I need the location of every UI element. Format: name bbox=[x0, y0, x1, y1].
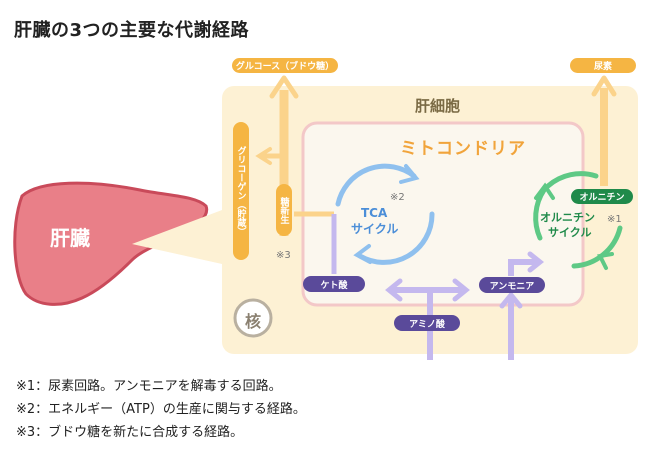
nucleus-label: 核 bbox=[245, 312, 262, 331]
tca-cycle-arc-top bbox=[335, 163, 417, 207]
glucose-output-pill: グルコース（ブドウ糖） bbox=[232, 58, 338, 73]
page-title: 肝臓の3つの主要な代謝経路 bbox=[14, 20, 250, 41]
note-1: ※1：尿素回路。アンモニアを解毒する回路。 bbox=[16, 379, 282, 394]
glycogen-pill: グリコーゲン（貯蔵） bbox=[233, 122, 249, 260]
tca-cycle-arc-bottom bbox=[357, 211, 435, 265]
ornithine-cycle-label-line2: サイクル bbox=[548, 226, 592, 239]
ammonia-to-cycle-head bbox=[527, 251, 545, 273]
ammonia-input-arrowhead bbox=[499, 291, 523, 309]
liver-cell-label: 肝細胞 bbox=[415, 97, 461, 115]
ornithine-cycle-arc-bottom-head bbox=[597, 252, 614, 270]
amino-acid-pill: アミノ酸 bbox=[394, 315, 460, 331]
ammonia-pill: アンモニア bbox=[479, 277, 545, 293]
mitochondria-label: ミトコンドリア bbox=[400, 139, 526, 159]
ammonia-to-cycle bbox=[508, 259, 538, 276]
note-2: ※2：エネルギー（ATP）の生産に関与する経路。 bbox=[16, 402, 306, 417]
tca-cycle-label-line1: TCA bbox=[361, 206, 388, 220]
amino-acid-right-head bbox=[452, 278, 470, 302]
urea-output-pill: 尿素 bbox=[570, 58, 636, 73]
ornithine-cycle-arc-top bbox=[545, 171, 599, 189]
nucleus-circle bbox=[233, 298, 273, 338]
liver-label: 肝臓 bbox=[50, 226, 90, 250]
gluconeogenesis-pill: 糖新生 bbox=[276, 184, 292, 236]
urea-output-arrowhead bbox=[591, 75, 617, 97]
gluconeogenesis-note-mark: ※3 bbox=[276, 250, 291, 261]
glycogen-arrowhead bbox=[255, 147, 272, 165]
tca-cycle-label-line2: サイクル bbox=[351, 222, 399, 236]
ketone-pill: ケト酸 bbox=[303, 276, 365, 292]
amino-acid-left-head bbox=[385, 278, 403, 302]
note-3: ※3：ブドウ糖を新たに合成する経路。 bbox=[16, 425, 244, 440]
ornithine-cycle-arc-left-head bbox=[534, 182, 555, 200]
tca-cycle-arc-bottom-head bbox=[353, 244, 372, 264]
ornithine-cycle-arc-left bbox=[533, 187, 547, 241]
tca-note-mark: ※2 bbox=[390, 192, 405, 203]
liver-callout bbox=[132, 210, 222, 264]
ornithine-cycle-label-line1: オルニチン bbox=[540, 211, 595, 224]
ornithine-note-mark: ※1 bbox=[607, 214, 622, 225]
tca-cycle-arc-top-head bbox=[399, 164, 420, 184]
ornithine-pill: オルニチン bbox=[571, 189, 633, 204]
glucose-output-arrowhead bbox=[269, 75, 299, 99]
